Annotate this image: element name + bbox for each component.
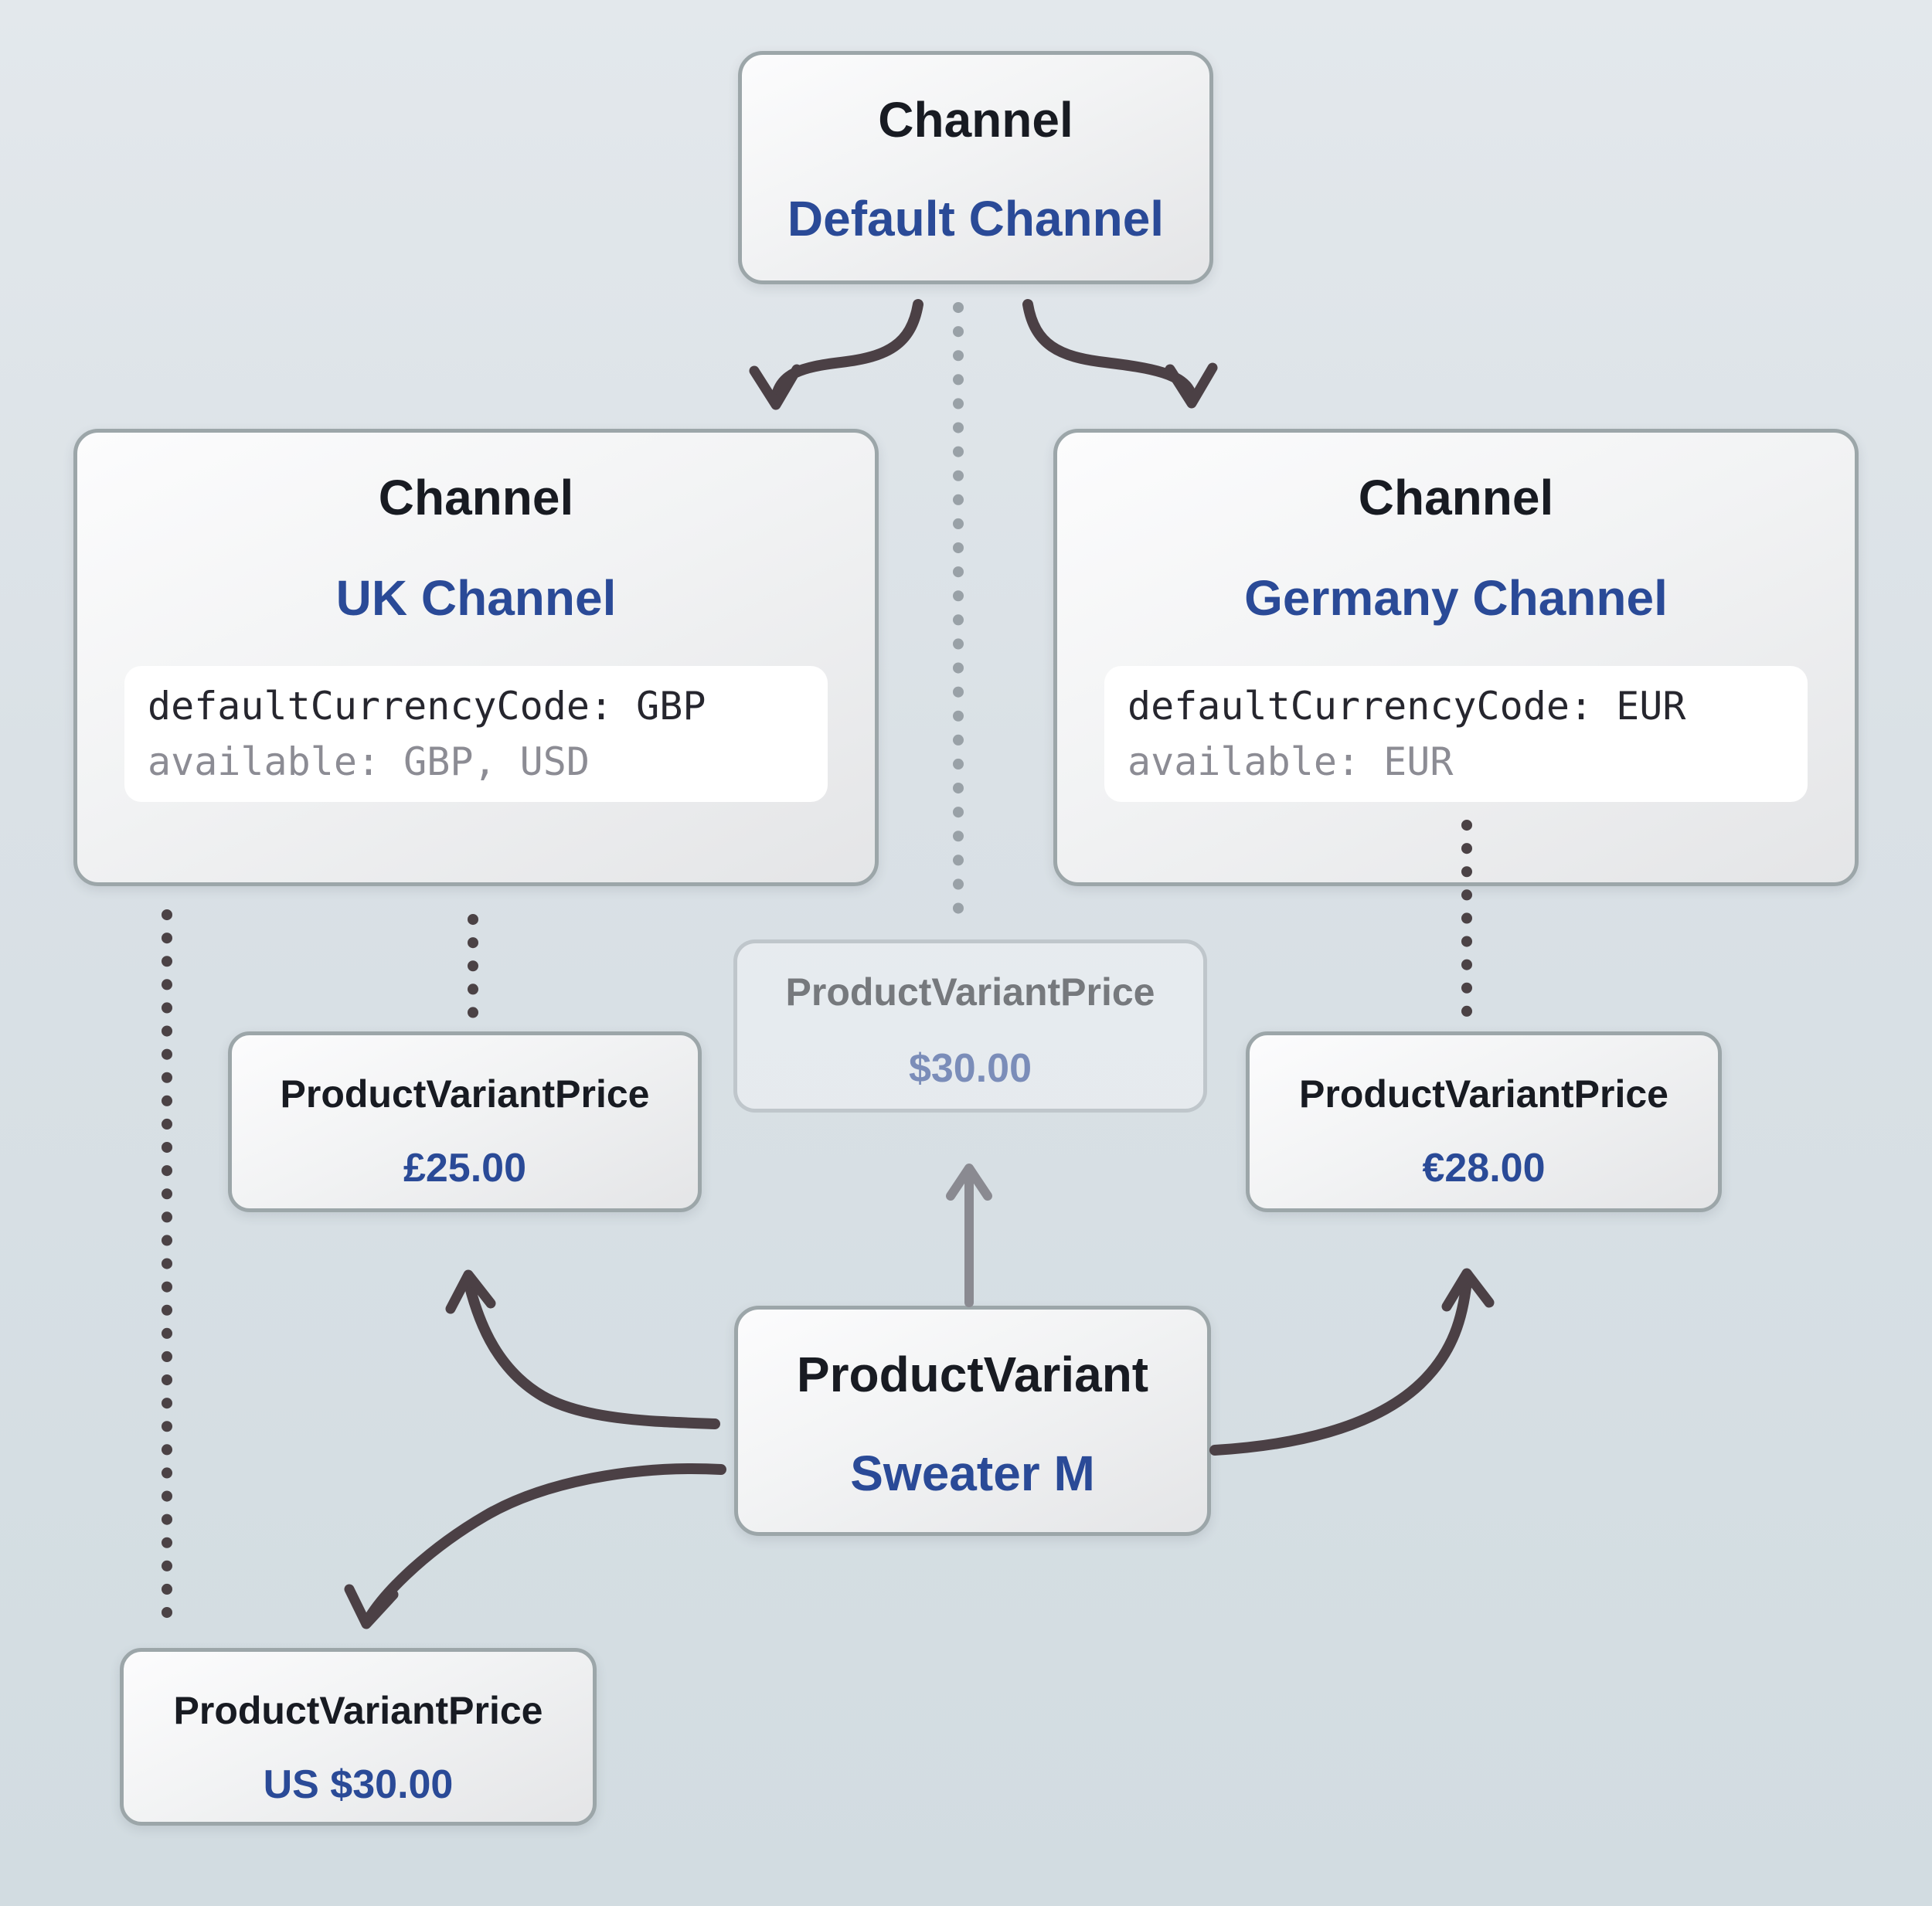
node-type-label: Channel	[1358, 470, 1554, 525]
node-instance-name: UK Channel	[335, 570, 617, 626]
node-uk-price: ProductVariantPrice £25.00	[228, 1031, 702, 1212]
code-line-default-currency: defaultCurrencyCode: GBP	[148, 684, 706, 729]
arrow-variant-to-germany-price	[1209, 1268, 1495, 1456]
code-line-default-currency: defaultCurrencyCode: EUR	[1128, 684, 1686, 729]
currency-code-box: defaultCurrencyCode: GBP available: GBP,…	[124, 666, 828, 802]
node-default-price: ProductVariantPrice $30.00	[733, 939, 1207, 1113]
node-uk-channel: Channel UK Channel defaultCurrencyCode: …	[73, 429, 879, 886]
node-price-value: £25.00	[403, 1146, 527, 1191]
node-us-price: ProductVariantPrice US $30.00	[120, 1648, 597, 1826]
node-instance-name: Germany Channel	[1244, 570, 1668, 626]
arrow-variant-to-default-price	[946, 1164, 992, 1307]
code-line-available: available: GBP, USD	[148, 739, 590, 784]
node-product-variant: ProductVariant Sweater M	[734, 1306, 1211, 1536]
node-price-value: US $30.00	[263, 1762, 454, 1807]
node-type-label: Channel	[378, 470, 574, 525]
node-type-label: ProductVariantPrice	[280, 1072, 650, 1116]
node-type-label: Channel	[878, 92, 1073, 148]
node-type-label: ProductVariantPrice	[173, 1689, 543, 1732]
node-default-channel: Channel Default Channel	[738, 51, 1213, 284]
node-price-value: €28.00	[1422, 1146, 1546, 1191]
node-instance-name: Sweater M	[850, 1446, 1095, 1501]
node-germany-channel: Channel Germany Channel defaultCurrencyC…	[1053, 429, 1859, 886]
node-instance-name: Default Channel	[787, 191, 1165, 246]
arrow-variant-to-uk-price	[445, 1269, 720, 1429]
node-type-label: ProductVariant	[796, 1347, 1149, 1402]
node-type-label: ProductVariantPrice	[785, 970, 1155, 1014]
node-price-value: $30.00	[908, 1046, 1032, 1091]
arrow-default-to-germany	[1022, 299, 1218, 409]
arrow-default-to-uk	[749, 299, 923, 410]
node-germany-price: ProductVariantPrice €28.00	[1246, 1031, 1722, 1212]
currency-code-box: defaultCurrencyCode: EUR available: EUR	[1104, 666, 1808, 802]
arrow-variant-to-us-price	[344, 1463, 726, 1629]
node-type-label: ProductVariantPrice	[1299, 1072, 1668, 1116]
code-line-available: available: EUR	[1128, 739, 1454, 784]
